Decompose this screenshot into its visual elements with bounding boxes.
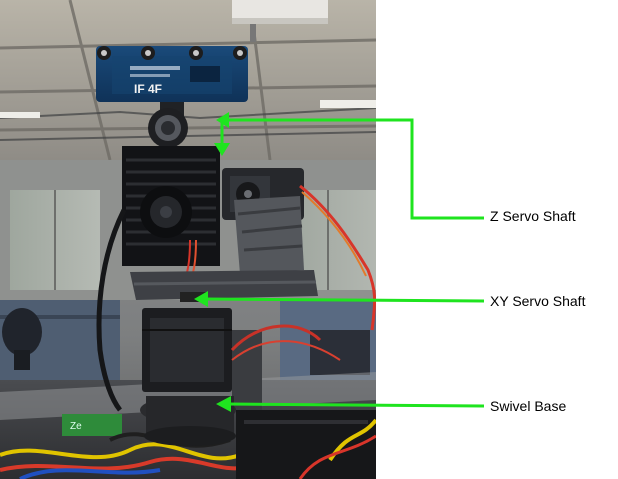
xy-servo-shaft-label: XY Servo Shaft [490,293,586,309]
svg-text:Ze: Ze [70,421,82,432]
z-servo-shaft-label: Z Servo Shaft [490,208,576,224]
board-brand-text: IF 4F [134,82,162,96]
swivel-base-label: Swivel Base [490,398,567,414]
camera-rig-photo: Ze IF 4F [0,0,376,479]
